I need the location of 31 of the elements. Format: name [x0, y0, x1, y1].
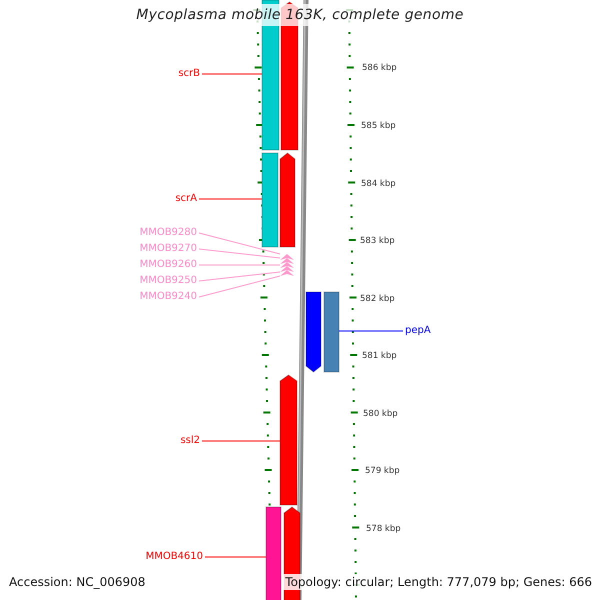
leader-line: [204, 556, 266, 558]
scale-label: 580 kbp: [363, 409, 398, 419]
scale-label: 585 kbp: [361, 121, 396, 131]
gene-label: MMOB4610: [146, 551, 203, 563]
scale-label: 579 kbp: [365, 466, 400, 476]
gene-label: pepA: [405, 325, 431, 337]
info-text: Accession: NC_006908: [8, 574, 146, 590]
gene-label: ssl2: [180, 435, 200, 447]
gene-label: scrA: [175, 193, 197, 205]
title: Mycoplasma mobile 163K, complete genome: [135, 7, 465, 23]
gene-label: MMOB9240: [140, 291, 197, 303]
gene-label: MMOB9250: [140, 275, 197, 287]
gene-label: MMOB9280: [140, 227, 197, 239]
scale-label: 584 kbp: [361, 179, 396, 189]
scale-label: 583 kbp: [360, 236, 395, 246]
leader-line: [198, 264, 280, 266]
leader-line: [202, 440, 280, 442]
scale-label: 578 kbp: [366, 524, 401, 534]
info-text: Topology: circular; Length: 777,079 bp; Genes: 666: [283, 574, 594, 590]
leader-line: [198, 276, 280, 298]
leader-line: [198, 248, 280, 258]
leader-line: [198, 272, 280, 282]
leader-line: [338, 330, 404, 332]
scale-label: 582 kbp: [360, 294, 395, 304]
gene-label: scrB: [178, 68, 200, 80]
scale-label: 581 kbp: [362, 351, 397, 361]
scale-label: 586 kbp: [362, 63, 397, 73]
leader-line: [198, 232, 280, 254]
gene-label: MMOB9260: [140, 259, 197, 271]
leader-line: [198, 198, 262, 200]
gene-label: MMOB9270: [140, 243, 197, 255]
